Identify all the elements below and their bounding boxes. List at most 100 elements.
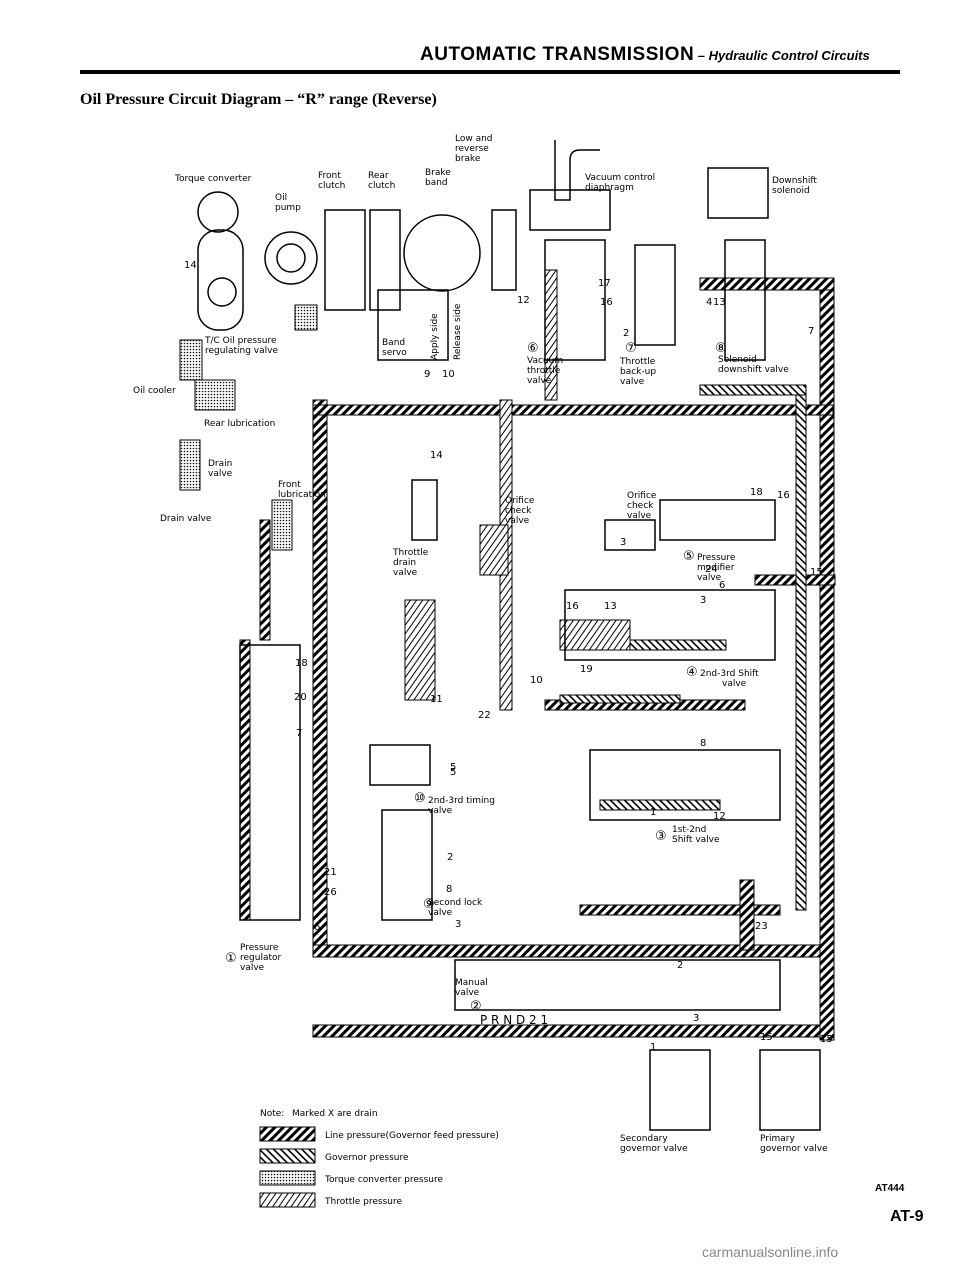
line-number-label: 8 — [700, 738, 706, 749]
legend-swatch-torque — [259, 1170, 316, 1186]
label-solenoid-downshift-2: downshift valve — [718, 365, 789, 375]
line-number-label: 9 — [424, 369, 430, 380]
line-number-label: 14 — [430, 450, 443, 461]
label-vacuum-diaphragm-2: diaphragm — [585, 183, 634, 193]
label-pressure-modifier-3: valve — [697, 573, 722, 583]
label-downshift-solenoid-1: Downshift — [772, 176, 817, 186]
line-number-label: 3 — [693, 1013, 699, 1024]
label-prnd: P R N D 2 1 — [480, 1013, 548, 1027]
legend-swatch-governor — [259, 1148, 316, 1164]
governor-channel-top — [699, 384, 807, 396]
oil-pump — [264, 231, 318, 285]
circled-number-7: ⑦ — [625, 341, 637, 356]
vacuum-diaphragm — [529, 189, 611, 231]
circled-number-2: ② — [470, 999, 482, 1014]
label-secondary-governor-1: Secondary — [620, 1134, 668, 1144]
line-channel-regulator-up — [259, 519, 271, 641]
label-front-clutch-2: clutch — [318, 181, 345, 191]
label-rear-clutch-1: Rear — [368, 171, 389, 181]
label-timing-23-1: 2nd-3rd timing — [428, 796, 495, 806]
line-number-label: 11 — [430, 694, 443, 705]
orifice-check-left — [479, 524, 509, 576]
label-apply-side: Apply side — [430, 313, 440, 360]
page-header: AUTOMATIC TRANSMISSION – Hydraulic Contr… — [420, 44, 870, 66]
line-number-label: 16 — [777, 490, 790, 501]
line-number-label: 18 — [295, 658, 308, 669]
label-vacuum-throttle-2: throttle — [527, 366, 561, 376]
line-number-label: 3 — [620, 537, 626, 548]
shift-23-spool-area — [559, 619, 631, 651]
label-orifice-check-left-1: Orifice — [505, 496, 535, 506]
line-number-label: 23 — [755, 921, 768, 932]
circled-number-1: ① — [225, 951, 237, 966]
legend-label-governor: Governor pressure — [325, 1153, 409, 1163]
label-shift-23-1: 2nd-3rd Shift — [700, 669, 759, 679]
throttle-backup-valve — [634, 244, 676, 346]
label-second-lock-1: Second lock — [428, 898, 483, 908]
label-throttle-backup-1: Throttle — [619, 357, 656, 367]
label-rear-lubrication: Rear lubrication — [204, 419, 275, 429]
label-drain-valve-left: Drain valve — [160, 514, 212, 524]
label-pressure-regulator-1: Pressure — [240, 943, 279, 953]
line-number-label: 24 — [705, 564, 718, 575]
solenoid-downshift-valve — [724, 239, 766, 361]
line-number-label: 6 — [719, 580, 725, 591]
timing-23-valve — [369, 744, 431, 786]
line-number-label: 13 — [713, 297, 726, 308]
primary-governor — [759, 1049, 821, 1131]
legend-label-torque: Torque converter pressure — [324, 1175, 444, 1185]
line-number-label: 15 — [760, 1032, 773, 1043]
label-throttle-drain-2: drain — [393, 558, 416, 568]
label-orifice-check-right-2: check — [627, 501, 654, 511]
circled-number-10: ⑩ — [414, 791, 426, 806]
line-number-label: 19 — [580, 664, 593, 675]
pressure-regulator-valve — [239, 644, 301, 921]
label-drain-valve-2: valve — [208, 469, 233, 479]
note-text: Marked X are drain — [292, 1109, 378, 1119]
orifice-check-right — [604, 519, 656, 551]
line-number-label: 21 — [324, 867, 337, 878]
circled-number-6: ⑥ — [527, 341, 539, 356]
line-number-label: 3 — [455, 919, 461, 930]
line-channel-downshift — [699, 277, 835, 291]
label-second-lock-2: valve — [428, 908, 453, 918]
downshift-solenoid — [707, 167, 769, 219]
label-downshift-solenoid-2: solenoid — [772, 186, 810, 196]
line-number-label: 13 — [604, 601, 617, 612]
governor-channel-mid — [559, 694, 681, 704]
line-pressure-channels — [239, 277, 836, 1041]
line-number-label: 16 — [566, 601, 579, 612]
line-number-label: 2 — [447, 852, 453, 863]
label-manual-valve-1: Manual — [455, 978, 488, 988]
header-rule — [80, 70, 900, 74]
line-number-label: 16 — [600, 297, 613, 308]
line-channel-manual-riser — [739, 879, 755, 951]
pressure-modifier-valve — [659, 499, 776, 541]
circled-number-9: ⑨ — [423, 897, 435, 912]
label-throttle-backup-2: back-up — [620, 367, 656, 377]
band-servo — [377, 289, 449, 361]
line-number-label: 7 — [296, 728, 302, 739]
low-reverse-brake — [491, 209, 517, 291]
tc-valve-body — [179, 339, 203, 381]
line-channel-manual — [579, 904, 781, 916]
pump-outlet — [294, 304, 318, 331]
label-orifice-check-right-1: Orifice — [627, 491, 657, 501]
line-number-label: 5 — [450, 762, 456, 773]
drain-valve-body — [179, 439, 201, 491]
figure-code: AT444 — [875, 1183, 905, 1194]
line-number-label: 1 — [650, 1042, 656, 1053]
line-number-label: 15 — [810, 567, 823, 578]
torque-converter — [197, 191, 244, 331]
label-release-side: Release side — [453, 303, 463, 360]
label-throttle-drain-3: valve — [393, 568, 418, 578]
line-number-label: 2 — [623, 328, 629, 339]
label-orifice-check-right-3: valve — [627, 511, 652, 521]
label-oil-pump-1: Oil — [275, 193, 287, 203]
header-section: Hydraulic Control Circuits — [708, 48, 870, 63]
rear-clutch — [369, 209, 401, 311]
header-title: AUTOMATIC TRANSMISSION — [420, 44, 695, 65]
label-secondary-governor-2: governor valve — [620, 1144, 688, 1154]
